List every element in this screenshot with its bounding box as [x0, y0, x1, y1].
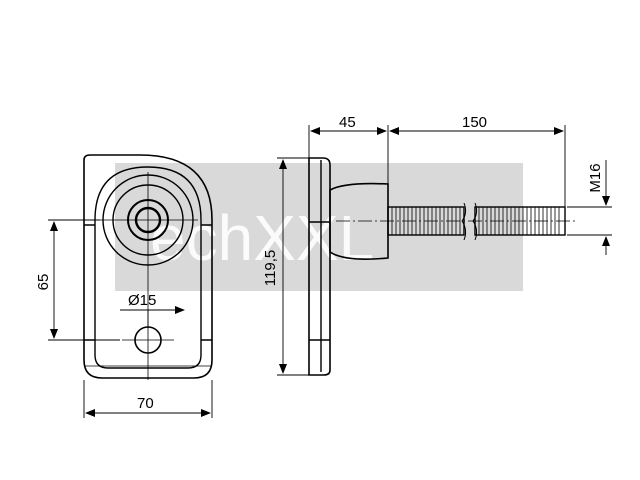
side-view [277, 125, 612, 376]
offset-label: 45 [339, 114, 356, 131]
hole-diameter-label: Ø15 [128, 292, 156, 309]
plate-inner-outline [94, 166, 202, 369]
front-view [48, 154, 213, 418]
width-label: 70 [137, 395, 154, 412]
thread-label: M16 [587, 163, 604, 192]
bolt-length-label: 150 [462, 114, 487, 131]
plate-outline [83, 154, 213, 379]
plate-height-label: 119,5 [262, 250, 279, 286]
plate-profile [308, 157, 331, 376]
boss [329, 182, 389, 260]
height-label: 65 [35, 274, 52, 291]
watermark-text: echXXL [150, 202, 374, 274]
